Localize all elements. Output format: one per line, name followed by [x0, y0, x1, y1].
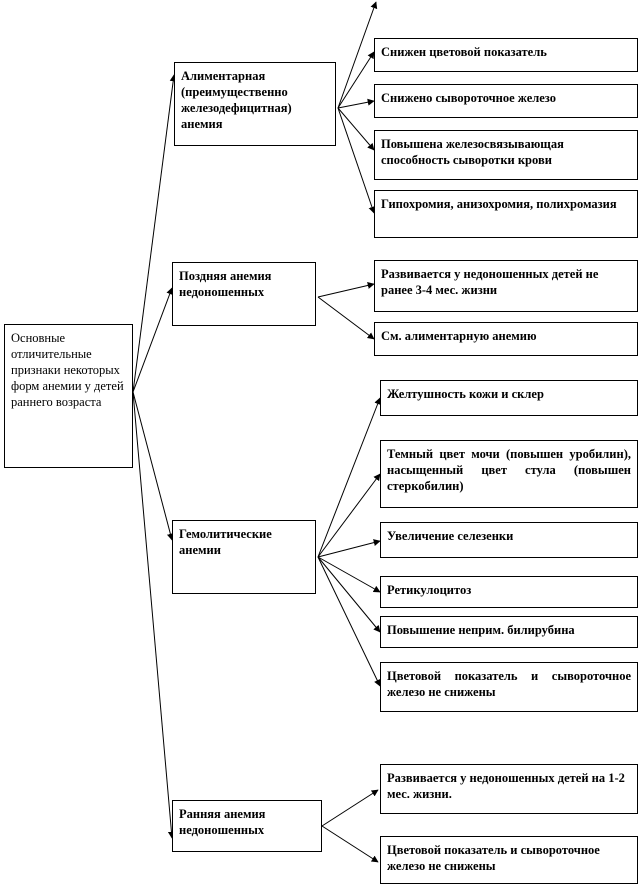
- feature-label: Снижено сывороточное железо: [381, 91, 556, 105]
- feature-label: Снижен цветовой показатель: [381, 45, 547, 59]
- feature-box: Развивается у недоношенных детей не ране…: [374, 260, 638, 312]
- connector-root-cat-4: [132, 391, 175, 839]
- feature-box: Повышение неприм. билирубина: [380, 616, 638, 648]
- category-label: Гемолитические анемии: [179, 527, 272, 557]
- feature-box: Темный цвет мочи (повышен уробилин), нас…: [380, 440, 638, 508]
- feature-box: Снижен цветовой показатель: [374, 38, 638, 72]
- category-box-late-anemia: Поздняя анемия недоношенных: [172, 262, 316, 326]
- connector-cat-2-feat-2: [317, 296, 375, 340]
- connector-root-cat-3: [132, 391, 174, 541]
- connector-cat-4-feat-2: [321, 825, 379, 863]
- feature-box: Гипохромия, анизохромия, полихромазия: [374, 190, 638, 238]
- feature-box: См. алиментарную анемию: [374, 322, 638, 356]
- category-label: Ранняя анемия недоношенных: [179, 807, 266, 837]
- feature-label: Цветовой показатель и сывороточное желез…: [387, 843, 600, 873]
- feature-label: Темный цвет мочи (повышен уробилин), нас…: [387, 447, 631, 493]
- feature-box: Цветовой показатель и сывороточное желез…: [380, 836, 638, 884]
- feature-label: Повышение неприм. билирубина: [387, 623, 575, 637]
- feature-label: Цветовой показатель и сывороточное желез…: [387, 669, 631, 699]
- feature-label: Развивается у недоношенных детей на 1-2 …: [387, 771, 625, 801]
- connector-cat-2-feat-1: [317, 282, 375, 298]
- category-box-hemolytic: Гемолитические анемии: [172, 520, 316, 594]
- connector-cat-3-feat-1: [317, 397, 381, 558]
- category-label: Поздняя анемия недоношенных: [179, 269, 272, 299]
- feature-box: Повышена железосвязывающая способность с…: [374, 130, 638, 180]
- connector-cat-3-feat-4: [317, 556, 381, 593]
- feature-label: Повышена железосвязывающая способность с…: [381, 137, 564, 167]
- connector-cat-3-feat-3: [317, 539, 381, 558]
- connector-root-cat-1: [132, 74, 177, 393]
- connector-cat-1-feat-1: [337, 51, 375, 109]
- connector-root-cat-2: [132, 287, 174, 393]
- feature-label: Ретикулоцитоз: [387, 583, 472, 597]
- connector-cat-1-top: [337, 1, 378, 109]
- category-box-early-anemia: Ранняя анемия недоношенных: [172, 800, 322, 852]
- connector-cat-4-feat-1: [321, 789, 379, 827]
- feature-box: Снижено сывороточное железо: [374, 84, 638, 118]
- feature-box: Увеличение селезенки: [380, 522, 638, 558]
- connector-cat-1-feat-4: [337, 107, 376, 214]
- category-box-alimentary: Алиментарная (преимущественно железодефи…: [174, 62, 336, 146]
- feature-label: Гипохромия, анизохромия, полихромазия: [381, 197, 617, 211]
- category-label: Алиментарная (преимущественно железодефи…: [181, 69, 292, 131]
- connector-cat-1-feat-2: [337, 98, 375, 109]
- connector-cat-3-feat-5: [317, 556, 381, 633]
- feature-label: Желтушность кожи и склер: [387, 387, 544, 401]
- connector-cat-1-feat-3: [337, 107, 375, 151]
- feature-box: Желтушность кожи и склер: [380, 380, 638, 416]
- feature-label: См. алиментарную анемию: [381, 329, 537, 343]
- root-box: Основные отличительные признаки некоторы…: [4, 324, 133, 468]
- feature-box: Развивается у недоношенных детей на 1-2 …: [380, 764, 638, 814]
- feature-box: Цветовой показатель и сывороточное желез…: [380, 662, 638, 712]
- feature-label: Развивается у недоношенных детей не ране…: [381, 267, 599, 297]
- feature-box: Ретикулоцитоз: [380, 576, 638, 608]
- connector-cat-3-feat-6: [317, 556, 381, 687]
- root-label: Основные отличительные признаки некоторы…: [11, 331, 124, 409]
- feature-label: Увеличение селезенки: [387, 529, 514, 543]
- connector-cat-3-feat-2: [317, 473, 381, 558]
